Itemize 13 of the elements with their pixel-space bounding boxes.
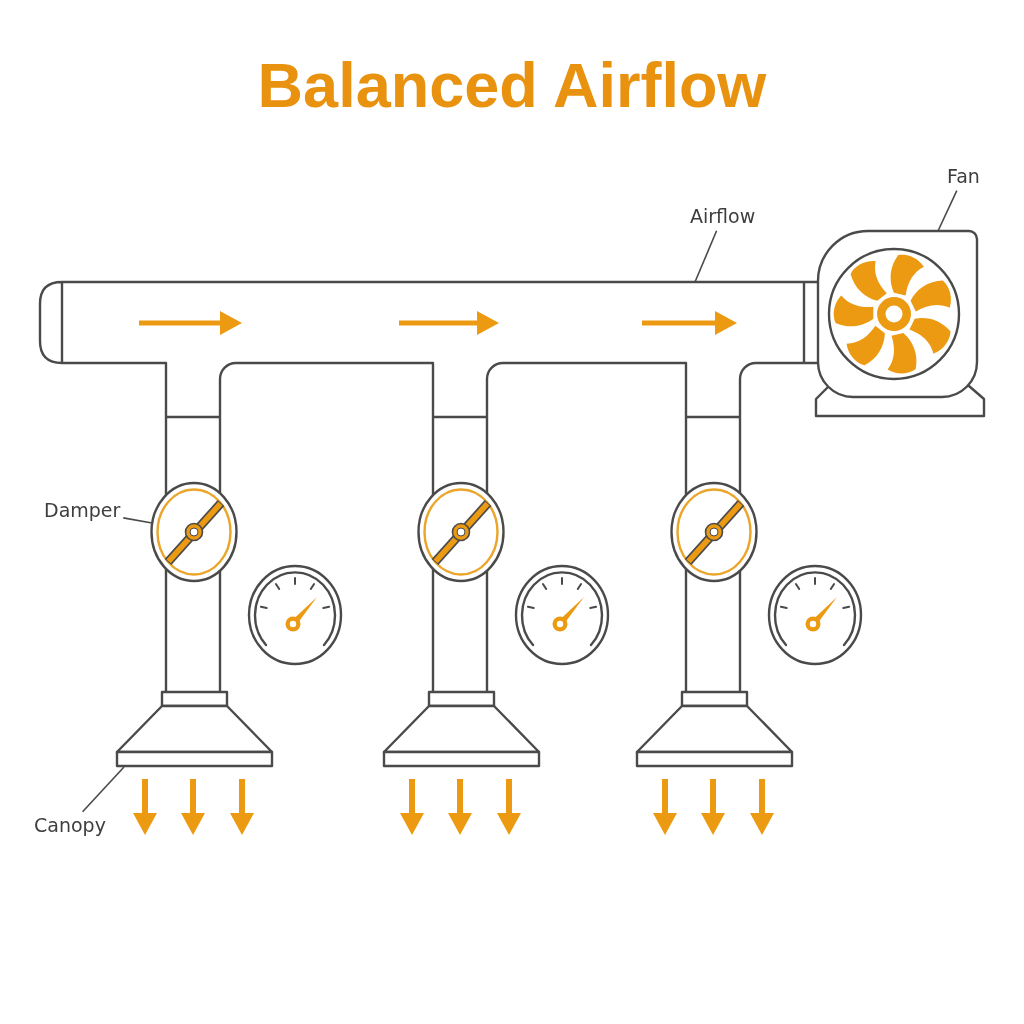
callout-label: Damper [44,499,121,522]
canopy-hood [115,690,274,768]
leader-line [122,517,153,524]
callout-label: Airflow [690,205,756,228]
diagram-title: Balanced Airflow [257,49,767,122]
canopy-hood [382,690,541,768]
fan-unit [814,229,986,418]
callout-label: Fan [947,165,980,188]
leader-line [694,230,718,283]
callout-label: Canopy [34,814,106,837]
leader-line [81,766,125,813]
leader-line [937,189,958,232]
canopy-hood [635,690,794,768]
